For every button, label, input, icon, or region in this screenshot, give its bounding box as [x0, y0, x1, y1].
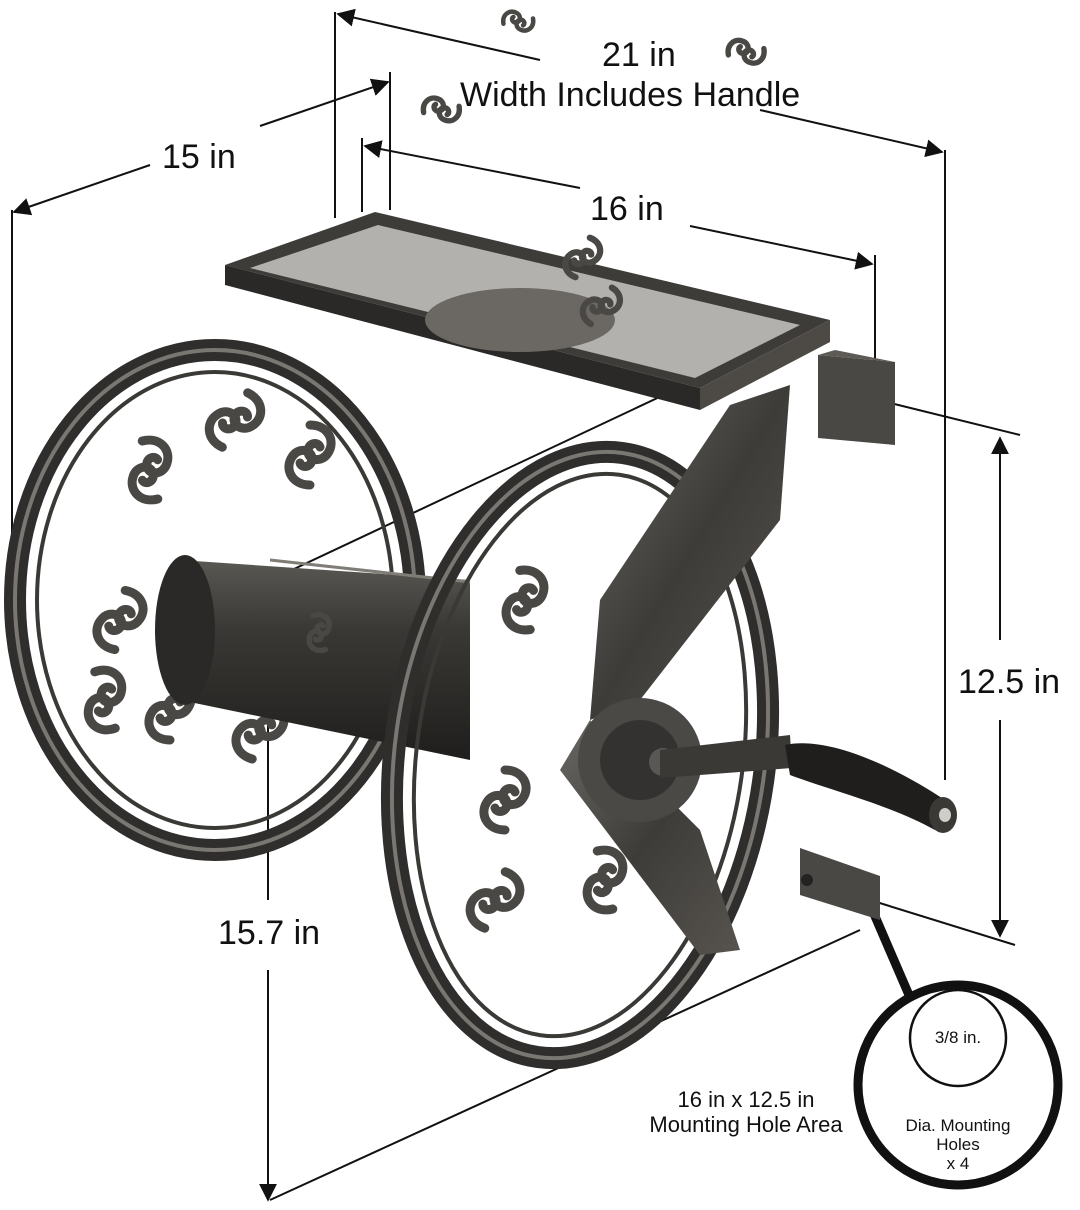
dimension-width-note: Width Includes Handle — [460, 76, 801, 114]
dimension-width-total: 21 in — [602, 36, 676, 74]
dimension-depth: 15 in — [162, 138, 236, 176]
mounting-area-label: 16 in x 12.5 in Mounting Hole Area — [636, 1087, 856, 1138]
hole-description: Dia. Mounting Holes x 4 — [890, 1116, 1026, 1173]
mounting-area-line1: 16 in x 12.5 in — [677, 1087, 815, 1112]
crank-handle — [660, 735, 957, 833]
top-shelf — [225, 8, 895, 445]
hole-description-line2: Holes — [936, 1135, 980, 1155]
dimension-overall-height: 15.7 in — [218, 914, 321, 952]
side-frame — [301, 233, 880, 955]
hole-size-label: 3/8 in. — [934, 1028, 982, 1047]
mounting-area-line2: Mounting Hole Area — [649, 1112, 843, 1138]
mounting-hole-callout — [853, 980, 1063, 1190]
dimension-mount-height: 12.5 in — [958, 663, 1061, 701]
dimension-shelf-width: 16 in — [590, 190, 664, 228]
hole-description-line1: Dia. Mounting — [905, 1116, 1011, 1135]
right-wheel — [380, 440, 780, 1070]
hole-description-line3: x 4 — [946, 1154, 970, 1174]
